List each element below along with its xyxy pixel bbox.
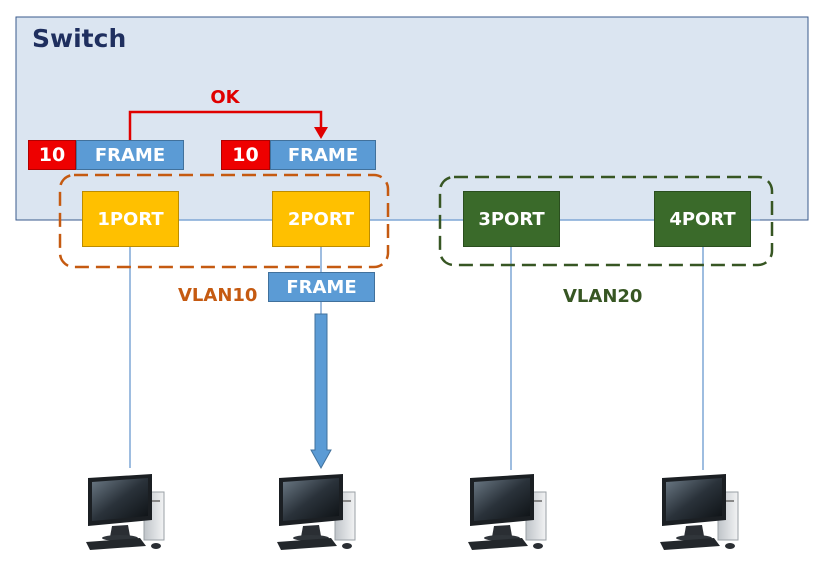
dest-vlan-tag: 10 — [221, 140, 270, 170]
vlan20-group — [438, 175, 774, 267]
source-vlan-tag: 10 — [28, 140, 76, 170]
switch-title: Switch — [32, 24, 127, 53]
port-2[interactable]: 2PORT — [272, 191, 370, 247]
ok-label: OK — [210, 86, 240, 108]
ok-forward-arrow — [128, 110, 323, 140]
vlan20-label: VLAN20 — [563, 285, 643, 307]
vlan10-label: VLAN10 — [178, 284, 258, 306]
port-1[interactable]: 1PORT — [82, 191, 179, 247]
dest-frame: FRAME — [270, 140, 376, 170]
computer-1-icon[interactable] — [85, 473, 165, 551]
source-frame: FRAME — [76, 140, 184, 170]
port-4[interactable]: 4PORT — [654, 191, 751, 247]
port-3[interactable]: 3PORT — [463, 191, 560, 247]
computer-2-icon[interactable] — [276, 473, 356, 551]
switch-body — [15, 16, 809, 221]
vlan10-group — [58, 173, 390, 269]
computer-3-icon[interactable] — [467, 473, 547, 551]
ok-arrowhead — [314, 127, 328, 139]
egress-frame-arrow — [310, 313, 332, 470]
egress-frame: FRAME — [268, 272, 375, 302]
computer-4-icon[interactable] — [659, 473, 739, 551]
